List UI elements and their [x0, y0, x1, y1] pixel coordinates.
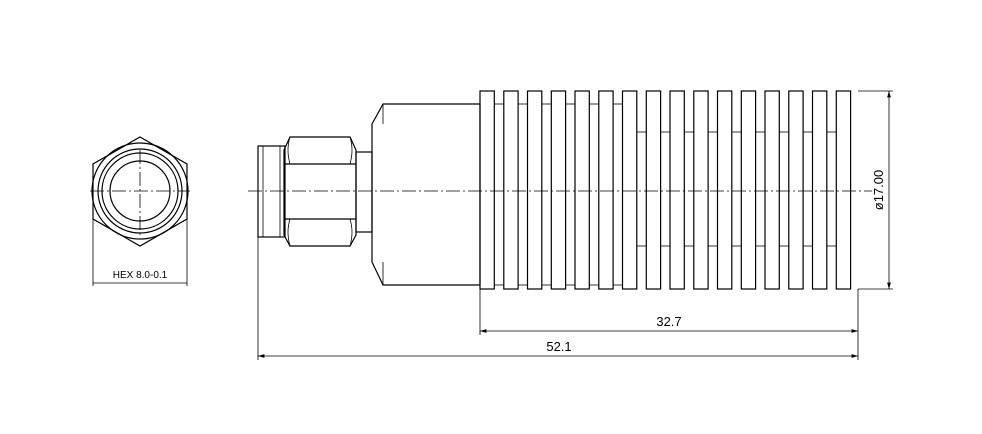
fin-length-dimension: 32.7 [479, 285, 859, 360]
fin-length-label: 32.7 [656, 314, 681, 329]
side-view: ø17.00 32.7 52.1 [248, 90, 893, 360]
hex-nut-side [283, 136, 357, 247]
fin [669, 90, 685, 290]
fin [811, 90, 828, 290]
fin [621, 90, 638, 290]
total-length-label: 52.1 [546, 339, 571, 354]
hex-dimension-label: HEX 8.0-0.1 [113, 270, 168, 281]
hex-outline [92, 136, 188, 247]
fin [740, 90, 757, 290]
fin [526, 90, 543, 290]
fin [716, 90, 733, 290]
fin [574, 90, 590, 290]
fin [550, 90, 567, 290]
diameter-dimension: ø17.00 [858, 90, 893, 290]
total-length-dimension: 52.1 [257, 237, 858, 360]
front-plug [257, 145, 286, 238]
fin [764, 90, 780, 290]
end-view-hex: HEX 8.0-0.1 [90, 136, 190, 286]
fin [503, 90, 519, 290]
fin [598, 90, 614, 290]
fin [835, 90, 852, 290]
body [371, 103, 481, 286]
fin [693, 90, 709, 290]
fin [479, 90, 495, 290]
heat-sink-fins [479, 90, 852, 290]
fin [788, 90, 804, 290]
collar [355, 151, 373, 233]
diameter-label: ø17.00 [871, 170, 886, 210]
fin [645, 90, 662, 290]
